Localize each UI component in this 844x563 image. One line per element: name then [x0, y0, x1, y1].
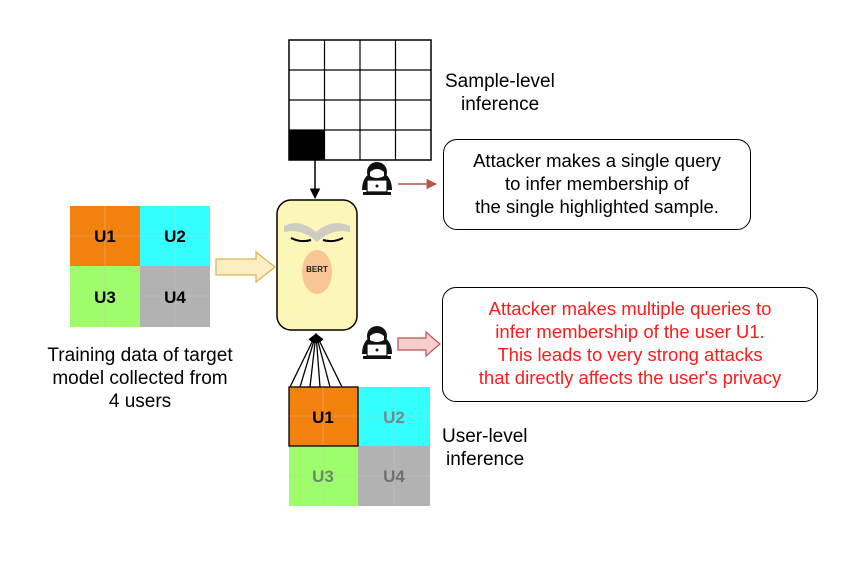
sample-level-caption: Sample-level inference — [445, 71, 555, 115]
bert-label: BERT — [306, 265, 328, 274]
sample-grid — [288, 39, 432, 161]
grid-label-u3: U3 — [94, 288, 116, 307]
grid-label-u2: U2 — [164, 227, 186, 246]
user-level-caption: User-level inference — [442, 426, 528, 470]
multi-query-block-arrow — [397, 330, 441, 358]
grid-label-u4: U4 — [383, 467, 405, 486]
grid-label-u2: U2 — [383, 408, 405, 427]
bert-character: BERT — [276, 199, 358, 331]
single-query-bubble: Attacker makes a single query to infer m… — [443, 139, 751, 230]
grid-cell-u1 — [289, 387, 358, 446]
multi-query-bubble: Attacker makes multiple queries to infer… — [442, 287, 818, 402]
highlighted-sample-cell — [289, 130, 325, 160]
training-data-caption: Training data of target model collected … — [47, 345, 233, 412]
multi-query-arrows — [289, 333, 343, 388]
grid-label-u3: U3 — [312, 467, 334, 486]
grid-label-u4: U4 — [164, 288, 186, 307]
hacker-icon — [362, 326, 392, 359]
training-data-grid: U1 U2 U3 U4 — [70, 206, 210, 327]
training-arrow — [215, 250, 277, 284]
grid-label-u1: U1 — [312, 408, 334, 427]
hacker-icon — [362, 162, 392, 195]
user-level-grid: U1 U2 U3 U4 — [288, 386, 430, 506]
grid-label-u1: U1 — [94, 227, 116, 246]
